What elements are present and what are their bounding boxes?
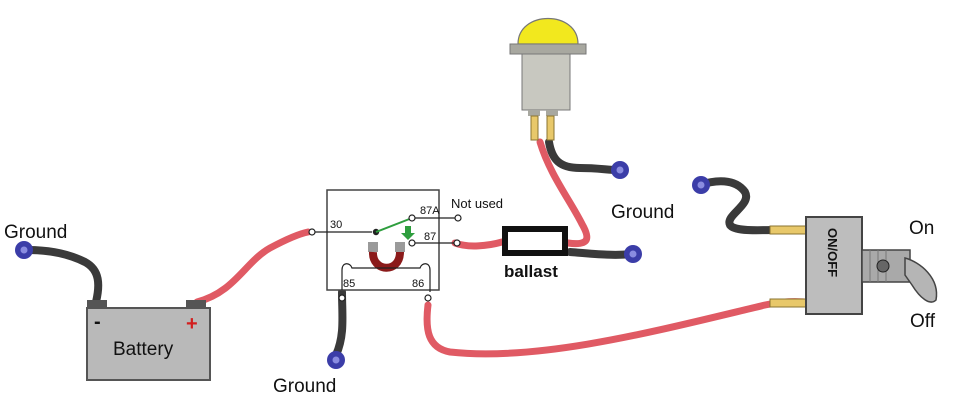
ground-terminal-icon bbox=[15, 241, 33, 259]
pin-87a-label: 87A bbox=[420, 205, 440, 217]
ground-terminal-icon bbox=[327, 351, 345, 369]
not-used-label: Not used bbox=[451, 196, 503, 211]
ground-wire-switch bbox=[696, 177, 776, 235]
lamp-icon bbox=[509, 17, 587, 141]
ground-wire-battery bbox=[24, 246, 103, 306]
toggle-switch-icon: ON/OFF bbox=[769, 216, 938, 315]
ground-left-label: Ground bbox=[4, 222, 67, 243]
ground-lamp-label: Ground bbox=[611, 202, 674, 223]
battery-negative-label: - bbox=[94, 311, 101, 333]
switch-label: ON/OFF bbox=[825, 228, 840, 277]
off-label: Off bbox=[910, 311, 936, 332]
battery-label: Battery bbox=[113, 339, 174, 360]
on-label: On bbox=[909, 218, 934, 239]
battery-icon: Battery - + bbox=[86, 300, 211, 381]
ground-terminal-icon bbox=[611, 161, 629, 179]
pin-85-label: 85 bbox=[343, 278, 355, 290]
wire-relay-87-to-ballast bbox=[451, 238, 506, 250]
ballast-label: ballast bbox=[504, 262, 558, 281]
ground-relay-label: Ground bbox=[273, 376, 336, 397]
pin-30-label: 30 bbox=[330, 219, 342, 231]
wire-battery-to-relay-30 bbox=[193, 228, 312, 306]
wire-relay-86-to-switch bbox=[423, 298, 812, 358]
pin-87-label: 87 bbox=[424, 231, 436, 243]
pin-86-label: 86 bbox=[412, 278, 424, 290]
ground-wire-lamp bbox=[545, 138, 622, 174]
ground-wire-ballast bbox=[566, 248, 634, 259]
wire-ballast-to-lamp bbox=[536, 138, 591, 248]
relay-icon: 30 87A 87 85 86 bbox=[308, 189, 462, 302]
ground-terminal-icon bbox=[692, 176, 710, 194]
battery-positive-label: + bbox=[186, 313, 198, 335]
ground-terminal-icon bbox=[624, 245, 642, 263]
ballast-resistor-icon bbox=[502, 226, 568, 256]
